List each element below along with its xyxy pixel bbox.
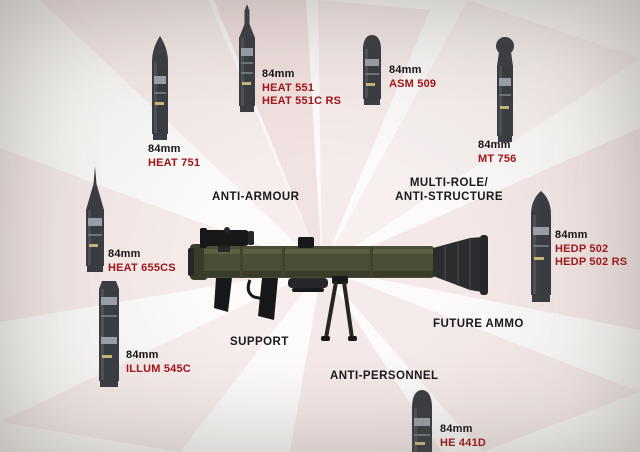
category-multi-role: MULTI-ROLE/ ANTI-STRUCTURE	[394, 177, 504, 204]
barrel-tube	[204, 246, 434, 278]
round-name: HEDP 502 RS	[555, 256, 628, 268]
caliber-text: 84mm	[126, 349, 159, 361]
venturi-nozzle	[433, 235, 488, 295]
category-support: SUPPORT	[230, 336, 289, 348]
round-name: HEAT 751	[148, 156, 201, 169]
he-441d-shell-icon	[407, 388, 437, 452]
heat-551-shell-icon	[231, 4, 263, 117]
caliber-text: 84mm	[262, 68, 295, 80]
asm-509-shell-icon	[359, 33, 385, 110]
round-name: MT 756	[478, 152, 517, 165]
round-name: HEAT 551	[262, 81, 315, 94]
heat-751-shell-icon	[147, 36, 173, 145]
illum-545c-shell-icon	[94, 281, 124, 392]
category-anti-personnel: ANTI-PERSONNEL	[330, 370, 439, 382]
heat-751-label: 84mm HEAT 751	[148, 143, 200, 170]
category-anti-armour: ANTI-ARMOUR	[212, 191, 300, 203]
caliber-text: 84mm	[440, 423, 473, 435]
caliber-text: 84mm	[148, 143, 181, 155]
heat-655cs-shell-icon	[81, 166, 109, 277]
illum-545c-label: 84mm ILLUM 545C	[126, 349, 191, 376]
hedp-502-label: 84mm HEDP 502 HEDP 502 RS	[555, 229, 627, 270]
round-name: HEAT 551C RS	[262, 95, 342, 107]
mt-756-shell-icon	[491, 36, 519, 147]
heat-655cs-label: 84mm HEAT 655CS	[108, 248, 176, 275]
round-name: ASM 509	[389, 77, 437, 90]
optic-sight	[200, 227, 254, 252]
round-name: HEAT 655CS	[108, 261, 176, 274]
round-name: ILLUM 545C	[126, 362, 191, 375]
heat-551-label: 84mm HEAT 551 HEAT 551C RS	[262, 68, 341, 109]
he-441d-label: 84mm HE 441D	[440, 423, 486, 450]
muzzle	[188, 244, 208, 280]
caliber-text: 84mm	[389, 64, 422, 76]
mt-756-label: 84mm MT 756	[478, 139, 517, 166]
rear-sight	[298, 237, 314, 248]
front-grip	[214, 278, 232, 312]
recoilless-rifle-illustration	[188, 227, 488, 341]
pistol-grip	[246, 278, 278, 320]
asm-509-label: 84mm ASM 509	[389, 64, 436, 91]
caliber-text: 84mm	[478, 139, 511, 151]
shoulder-rest	[288, 278, 328, 292]
bipod	[321, 276, 357, 341]
round-name: HE 441D	[440, 436, 487, 449]
hedp-502-shell-icon	[527, 191, 555, 308]
category-multi-role-line1: MULTI-ROLE/	[409, 177, 489, 189]
round-name: HEDP 502	[555, 242, 609, 255]
category-future-ammo: FUTURE AMMO	[433, 318, 524, 330]
caliber-text: 84mm	[108, 248, 141, 260]
caliber-text: 84mm	[555, 229, 588, 241]
category-multi-role-line2: ANTI-STRUCTURE	[395, 190, 503, 203]
